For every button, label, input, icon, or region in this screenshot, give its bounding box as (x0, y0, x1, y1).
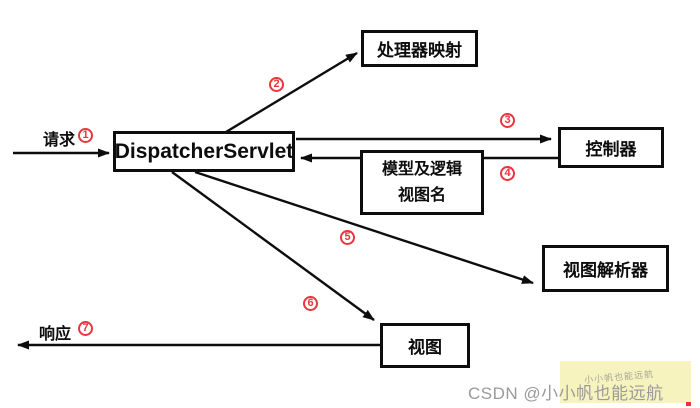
node-dispatcher-servlet-label: DispatcherServlet (114, 139, 294, 163)
node-view-resolver: 视图解析器 (542, 245, 669, 292)
node-controller: 控制器 (558, 127, 664, 168)
step-badge-1: 1 (78, 128, 93, 143)
node-model-view-label-line1: 模型及逻辑 (381, 160, 462, 178)
step-badge-2: 2 (269, 77, 284, 92)
step-badge-5: 5 (340, 230, 355, 245)
response-label: 响应 (39, 326, 72, 343)
step-badge-3: 3 (500, 113, 515, 128)
request-label: 请求 (43, 132, 76, 149)
step-badge-6: 6 (303, 296, 318, 311)
arrow-step6-to-view (171, 171, 375, 321)
node-model-view-label-line2: 视图名 (397, 186, 446, 204)
node-view-resolver-label: 视图解析器 (563, 261, 648, 280)
arrow-step2-to-handler-mapping (225, 51, 358, 134)
csdn-watermark: CSDN @小小帆也能远航 (468, 384, 664, 403)
node-view: 视图 (380, 323, 470, 368)
node-handler-mapping: 处理器映射 (361, 30, 478, 67)
step-badge-4: 4 (500, 166, 515, 181)
step-badge-7: 7 (78, 321, 93, 336)
arrow-step5-to-view-resolver (194, 170, 534, 285)
watermark-highlight (560, 361, 691, 403)
red-dot (686, 402, 691, 406)
node-controller-label: 控制器 (585, 140, 637, 159)
node-view-label: 视图 (408, 338, 442, 357)
node-handler-mapping-label: 处理器映射 (377, 41, 462, 60)
node-dispatcher-servlet: DispatcherServlet (113, 131, 295, 172)
node-model-and-logical-view-name: 模型及逻辑 视图名 (360, 150, 484, 215)
